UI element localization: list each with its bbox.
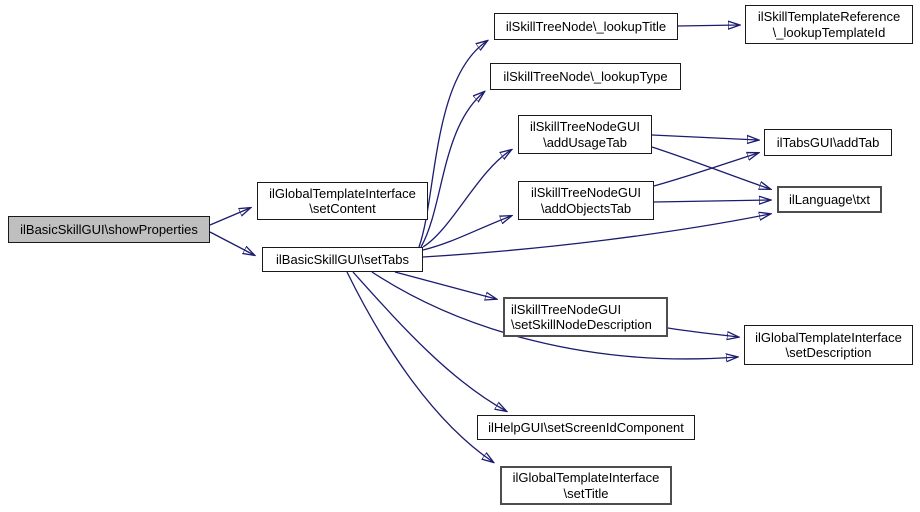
edge-add-usage-tab-add-tab <box>651 134 758 140</box>
node-label: ilSkillTreeNodeGUI <box>530 185 642 201</box>
node-label: ilSkillTreeNode\_lookupType <box>503 68 668 84</box>
node-label: \setTitle <box>563 485 609 501</box>
node-set-tabs[interactable]: ilBasicSkillGUI\setTabs <box>262 247 423 272</box>
node-label: \addObjectsTab <box>540 200 632 216</box>
node-label: ilLanguage\txt <box>789 191 870 207</box>
node-label: ilTabsGUI\addTab <box>776 134 880 150</box>
edge-set-tabs-set-description <box>371 271 737 359</box>
edge-set-tabs-set-title <box>346 271 493 462</box>
node-label: \setContent <box>309 201 376 216</box>
edge-show-properties-set-tabs <box>209 231 254 255</box>
edge-set-skill-node-description-set-description <box>667 327 738 337</box>
node-set-skill-node-description[interactable]: ilSkillTreeNodeGUI \setSkillNodeDescript… <box>503 297 668 337</box>
node-label: ilGlobalTemplateInterface <box>269 185 416 201</box>
node-label: ilSkillTreeNode\_lookupTitle <box>505 18 667 34</box>
edge-lookup-title-lookup-template-id <box>677 25 739 26</box>
node-label: ilHelpGUI\setScreenIdComponent <box>488 419 684 435</box>
edge-show-properties-set-content <box>209 208 250 226</box>
node-lookup-template-id[interactable]: ilSkillTemplateReference \_lookupTemplat… <box>745 5 913 44</box>
node-set-title[interactable]: ilGlobalTemplateInterface \setTitle <box>500 466 672 505</box>
node-label: \setSkillNodeDescription <box>511 317 652 332</box>
node-lookup-type[interactable]: ilSkillTreeNode\_lookupType <box>490 63 681 90</box>
node-label: ilGlobalTemplateInterface <box>755 329 902 345</box>
edge-set-tabs-lookup-type <box>420 92 484 248</box>
node-label: ilGlobalTemplateInterface <box>512 470 660 486</box>
node-language-txt[interactable]: ilLanguage\txt <box>777 186 882 213</box>
node-label: ilSkillTreeNodeGUI <box>511 301 622 317</box>
edge-set-tabs-set-screen-id-component <box>352 271 506 411</box>
node-add-objects-tab[interactable]: ilSkillTreeNodeGUI \addObjectsTab <box>518 181 654 220</box>
node-set-screen-id-component[interactable]: ilHelpGUI\setScreenIdComponent <box>477 415 695 440</box>
node-label: ilBasicSkillGUI\showProperties <box>20 221 198 237</box>
node-set-description[interactable]: ilGlobalTemplateInterface \setDescriptio… <box>744 325 913 365</box>
edge-set-tabs-set-skill-node-description <box>394 271 496 299</box>
node-add-tab[interactable]: ilTabsGUI\addTab <box>764 129 892 156</box>
node-label: ilSkillTemplateReference <box>757 9 901 25</box>
node-label: ilBasicSkillGUI\setTabs <box>276 251 409 267</box>
node-label: \addUsageTab <box>543 134 627 150</box>
node-set-content[interactable]: ilGlobalTemplateInterface \setContent <box>257 182 428 220</box>
edge-set-tabs-add-usage-tab <box>422 150 511 248</box>
edge-set-tabs-language-txt <box>422 214 770 258</box>
node-label: \_lookupTemplateId <box>772 24 886 40</box>
node-show-properties: ilBasicSkillGUI\showProperties <box>8 216 210 243</box>
edge-add-objects-tab-add-tab <box>653 153 758 187</box>
node-add-usage-tab[interactable]: ilSkillTreeNodeGUI \addUsageTab <box>518 115 652 154</box>
edge-set-tabs-add-objects-tab <box>422 216 511 251</box>
node-label: \setDescription <box>785 345 872 360</box>
node-label: ilSkillTreeNodeGUI <box>529 119 641 135</box>
edge-add-objects-tab-language-txt <box>653 200 770 202</box>
node-lookup-title[interactable]: ilSkillTreeNode\_lookupTitle <box>494 13 678 40</box>
edge-set-tabs-lookup-title <box>418 41 487 248</box>
